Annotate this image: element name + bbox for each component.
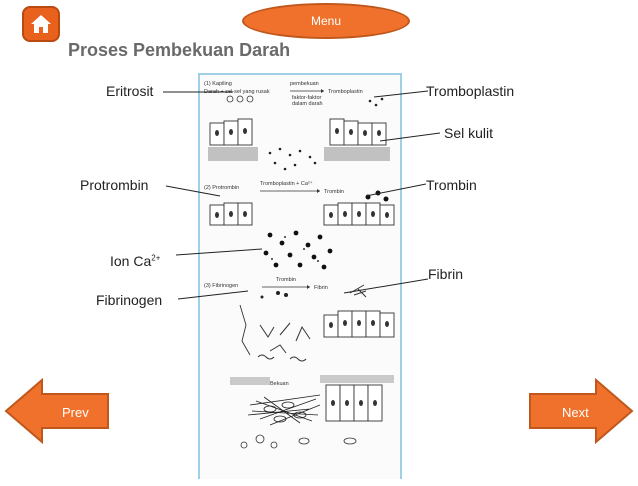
- step2-product: Trombin: [324, 189, 344, 195]
- prev-button[interactable]: Prev: [4, 377, 110, 445]
- label-trombin: Trombin: [426, 177, 477, 193]
- next-button[interactable]: Next: [528, 377, 634, 445]
- step2-equation: Tromboplastin + Ca²⁺: [260, 180, 313, 187]
- step1-note-2: faktor-faktor: [292, 95, 322, 101]
- bekuan-label: Bekuan: [270, 381, 289, 387]
- next-arrow-icon: [529, 377, 634, 445]
- menu-button[interactable]: Menu: [242, 3, 410, 39]
- label-protrombin: Protrombin: [80, 177, 149, 193]
- step1-equation: Darah + sel-sel yang rusak: [204, 89, 270, 95]
- clotting-illustration: (1) Kapiling Darah + sel-sel yang rusak …: [204, 81, 395, 449]
- step1-note-1: pembekuan: [290, 81, 319, 87]
- label-eritrosit: Eritrosit: [106, 83, 154, 99]
- label-fibrin: Fibrin: [428, 266, 464, 282]
- prev-button-label: Prev: [62, 405, 89, 420]
- label-ion-ca-text: Ion Ca: [110, 253, 152, 269]
- label-sel-kulit: Sel kulit: [444, 125, 494, 141]
- step1-note-3: dalam darah: [292, 101, 323, 107]
- step1-title: (1) Kapiling: [204, 81, 232, 87]
- step3-product: Fibrin: [314, 285, 328, 291]
- page-title: Proses Pembekuan Darah: [68, 40, 291, 60]
- step2-title: (2) Protrombin: [204, 185, 239, 191]
- next-button-label: Next: [562, 405, 589, 420]
- label-ion-ca: Ion Ca2+: [110, 253, 160, 269]
- home-icon: [31, 15, 51, 33]
- home-button[interactable]: [22, 6, 60, 42]
- menu-button-label: Menu: [310, 14, 342, 28]
- step3-title: (3) Fibrinogen: [204, 283, 238, 289]
- label-fibrinogen: Fibrinogen: [96, 292, 163, 308]
- clotting-figure: (1) Kapiling Darah + sel-sel yang rusak …: [198, 73, 402, 479]
- label-tromboplastin: Tromboplastin: [426, 83, 515, 99]
- step3-enzyme: Trombin: [276, 277, 296, 283]
- label-ion-ca-charge: 2+: [151, 253, 161, 263]
- step1-product: Tromboplastin: [328, 89, 363, 95]
- prev-arrow-icon: [4, 377, 109, 445]
